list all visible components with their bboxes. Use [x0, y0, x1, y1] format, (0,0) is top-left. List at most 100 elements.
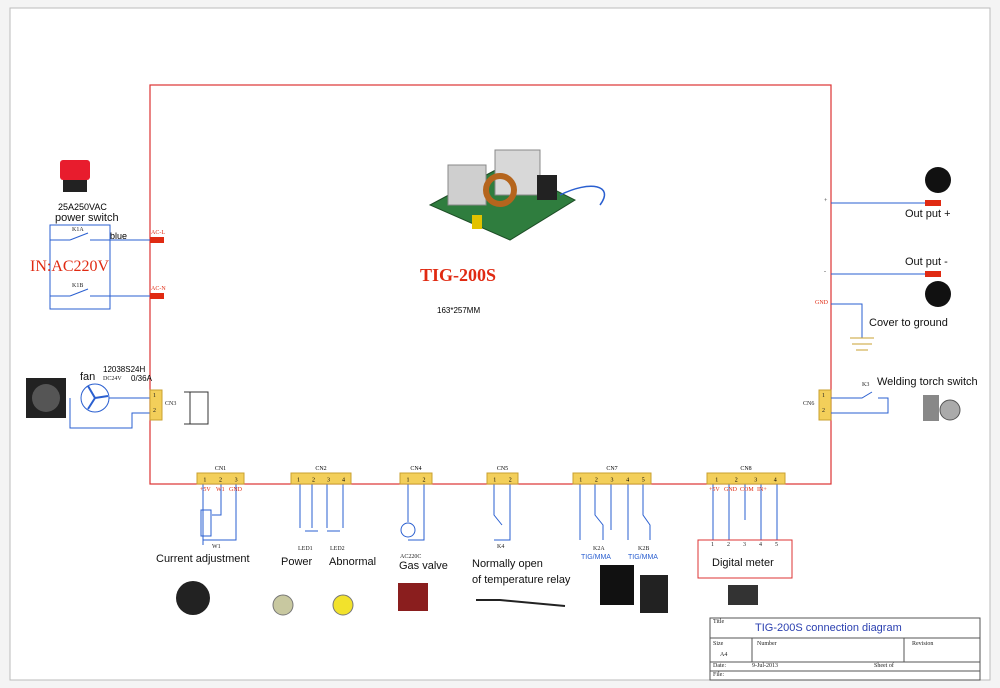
connector-cn5 [486, 472, 519, 485]
minus-pin-label: - [824, 269, 826, 275]
abnormal-label: Abnormal [329, 556, 377, 568]
power-switch-label: power switch [55, 212, 119, 224]
connector-cn8 [706, 472, 786, 485]
cn6-label: CN6 [803, 401, 815, 407]
connector-pin: 3 [327, 478, 330, 484]
title-block [709, 617, 981, 681]
w1-label: W1 [212, 544, 221, 550]
torch-wiring [831, 391, 889, 414]
gas-valve-label: Gas valve [399, 560, 448, 572]
power-switch-photo [60, 160, 90, 192]
relay-label-2: of temperature relay [472, 574, 571, 586]
meter-pin-3: 3 [743, 542, 746, 548]
tig-switch2-photo [640, 575, 668, 613]
ac-n-label: AC-N [151, 286, 166, 292]
tb-date-label: Date: [713, 663, 726, 669]
tb-date-value: 9-Jul-2013 [752, 663, 778, 669]
connector-cn1 [196, 472, 245, 485]
torch-switch-photo [923, 395, 961, 421]
tb-title-value: TIG-200S connection diagram [755, 622, 902, 634]
pin-ac-n [150, 293, 164, 299]
abnormal-led-photo [332, 594, 354, 616]
connector-pin: 2 [219, 478, 222, 484]
connector-pin: 2 [312, 478, 315, 484]
connector-pin: 3 [754, 478, 757, 484]
connector-pin: 2 [595, 478, 598, 484]
k2a-label: K2A [593, 546, 605, 552]
out-plus-label: Out put + [905, 208, 951, 220]
fan-label: fan [80, 371, 96, 383]
connector-cn2 [290, 472, 352, 485]
connector-label-cn4: CN4 [410, 466, 421, 472]
fan-wiring [69, 397, 150, 429]
cn8-sig-3: COM [740, 487, 754, 493]
cn8-sig-4: IN+ [757, 487, 767, 493]
connector-label-cn2: CN2 [315, 466, 326, 472]
tig-label-2: TIG/MMA [628, 554, 658, 561]
input-voltage: IN:AC220V [30, 258, 110, 275]
meter-pin-2: 2 [727, 542, 730, 548]
k3-label: K3 [862, 382, 870, 388]
out-plus-connector-photo [925, 167, 951, 193]
digital-meter-photo [728, 585, 758, 605]
connector-pin: 3 [611, 478, 614, 484]
torch-switch-label: Welding torch switch [877, 376, 978, 388]
k1a-label: K1A [72, 227, 84, 233]
tb-number-label: Number [757, 641, 777, 647]
current-adjustment-label: Current adjustment [156, 553, 250, 565]
digital-meter-box [697, 539, 793, 579]
connector-pin: 5 [642, 478, 645, 484]
main-board-outline [149, 84, 832, 485]
switch-rating: 25A250VAC [58, 202, 107, 212]
cn8-sig-1: +5V [709, 487, 720, 493]
cn6-pin1: 1 [822, 393, 825, 399]
out-plus-terminal [925, 200, 941, 206]
power-led-photo [272, 594, 294, 616]
connector-pin: 1 [297, 478, 300, 484]
connector-pin: 2 [735, 478, 738, 484]
connector-label-cn7: CN7 [606, 466, 617, 472]
ac-l-label: AC-L [151, 230, 165, 236]
cn3-connector [149, 389, 163, 421]
connector-pin: 3 [235, 478, 238, 484]
cn3-pin1: 1 [153, 393, 156, 399]
fan-current: 0/36A [131, 374, 152, 383]
k1b-label: K1B [72, 283, 84, 289]
output-wiring [831, 202, 925, 338]
out-minus-connector-photo [925, 281, 951, 307]
potentiometer-photo [176, 581, 210, 615]
k2b-label: K2B [638, 546, 650, 552]
tig-label-1: TIG/MMA [581, 554, 611, 561]
tig-switch-photo [600, 565, 634, 605]
cn3-label: CN3 [165, 401, 177, 407]
cn3-pin2: 2 [153, 408, 156, 414]
meter-pin-1: 1 [711, 542, 714, 548]
cover-ground-label: Cover to ground [869, 317, 948, 329]
tb-title-label: Title [713, 619, 725, 625]
cn1-sig-1: +5V [200, 487, 211, 493]
temp-relay-photo [476, 599, 566, 607]
connector-pin: 4 [342, 478, 345, 484]
board-title: TIG-200S [420, 265, 497, 285]
relay-label-1: Normally open [472, 558, 543, 570]
connector-pin: 2 [423, 478, 426, 484]
cn6-connector [818, 389, 832, 421]
tb-sheet-label: Sheet of [874, 663, 894, 669]
out-minus-label: Out put - [905, 256, 948, 268]
fan-voltage: DC24V [103, 376, 122, 382]
gnd-pin-label: GND [815, 300, 828, 306]
connector-pin: 1 [579, 478, 582, 484]
connector-pin: 1 [203, 478, 206, 484]
meter-pin-5: 5 [775, 542, 778, 548]
connector-cn4 [399, 472, 433, 485]
pcb-photo [428, 149, 606, 241]
tb-file-label: File: [713, 672, 725, 678]
meter-pin-4: 4 [759, 542, 762, 548]
cn6-pin2: 2 [822, 408, 825, 414]
fan-model: 12038S24H [103, 365, 146, 374]
cn1-sig-2: W1 [216, 487, 225, 493]
bottom-wiring [200, 483, 778, 545]
connector-label-cn8: CN8 [740, 466, 751, 472]
tb-size-label: Size [713, 641, 724, 647]
